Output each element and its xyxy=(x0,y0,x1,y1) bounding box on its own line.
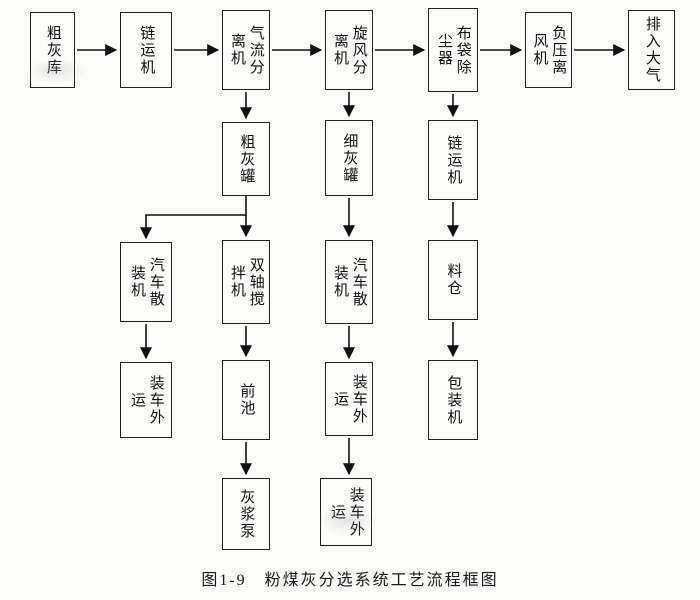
node-coarse-ash-silo: 粗灰库 xyxy=(30,12,75,88)
node-label: 灰浆泵 xyxy=(238,488,255,540)
node-label: 前池 xyxy=(238,383,255,417)
node-load-transport-bottom: 装车外 运 xyxy=(320,478,372,546)
arrow-coarse-tank-branch-left xyxy=(140,196,247,240)
node-chain-conveyor-right: 链运机 xyxy=(428,120,478,200)
node-load-transport-mid: 装车外 运 xyxy=(325,362,373,436)
node-double-shaft-mixer: 双轴搅 拌机 xyxy=(222,240,270,324)
node-label: 气流分 离机 xyxy=(229,24,264,76)
figure-caption: 图1-9 粉煤灰分选系统工艺流程框图 xyxy=(201,572,499,589)
node-label: 细灰罐 xyxy=(341,132,358,184)
node-label: 双轴搅 拌机 xyxy=(229,256,264,308)
node-bag-dust-collector: 布袋除 尘器 xyxy=(428,8,478,92)
node-label: 料仓 xyxy=(445,263,462,297)
node-load-transport-left: 装车外 运 xyxy=(120,362,172,438)
node-truck-bulk-loader-mid: 汽车散 装机 xyxy=(325,240,373,324)
node-label: 布袋除 尘器 xyxy=(436,24,471,76)
node-label: 汽车散 装机 xyxy=(332,256,367,308)
node-packing-machine: 包装机 xyxy=(428,360,478,440)
node-material-bin: 料仓 xyxy=(428,240,478,320)
node-label: 汽车散 装机 xyxy=(129,256,164,308)
node-label: 粗灰罐 xyxy=(238,133,255,185)
node-label: 链运机 xyxy=(445,134,462,186)
node-front-pool: 前池 xyxy=(222,360,270,440)
node-discharge-to-atmosphere: 排入大气 xyxy=(628,10,675,90)
node-label: 旋风分 离机 xyxy=(332,24,367,76)
node-label: 链运机 xyxy=(138,24,155,76)
node-label: 排入大气 xyxy=(643,16,660,84)
node-label: 包装机 xyxy=(445,374,462,426)
node-label: 负压离 风机 xyxy=(531,24,567,76)
node-coarse-ash-tank: 粗灰罐 xyxy=(222,122,270,196)
node-fine-ash-tank: 细灰罐 xyxy=(325,120,373,196)
node-label: 装车外 运 xyxy=(332,373,367,425)
node-label: 装车外 运 xyxy=(129,374,164,426)
node-airflow-separator: 气流分 离机 xyxy=(222,10,270,90)
node-chain-conveyor-top: 链运机 xyxy=(120,12,172,88)
node-label: 装车外 运 xyxy=(329,486,364,538)
node-negative-pressure-fan: 负压离 风机 xyxy=(525,12,572,88)
node-cyclone-separator: 旋风分 离机 xyxy=(325,10,373,90)
node-slurry-pump: 灰浆泵 xyxy=(222,478,270,550)
node-truck-bulk-loader-left: 汽车散 装机 xyxy=(120,242,172,322)
node-label: 粗灰库 xyxy=(44,24,61,76)
